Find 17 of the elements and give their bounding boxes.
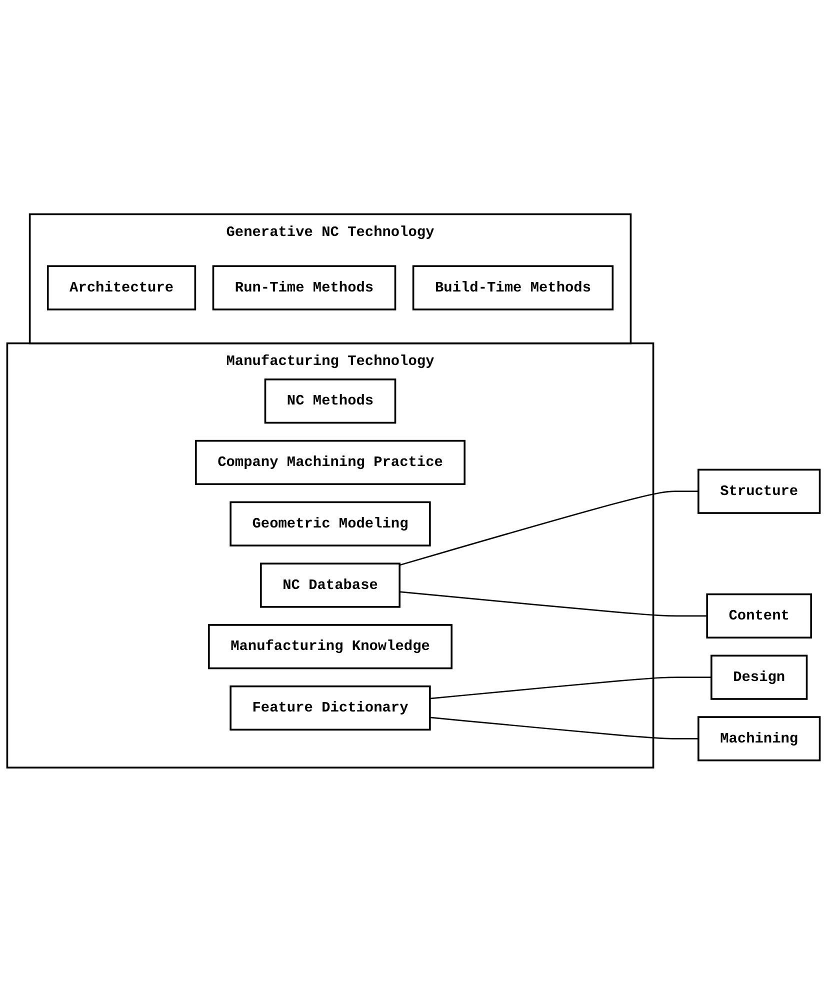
connector bbox=[430, 716, 698, 739]
node-box: Run-Time Methods bbox=[212, 264, 396, 310]
node-box: Machining bbox=[698, 716, 821, 761]
node-box: Geometric Modeling bbox=[230, 500, 431, 546]
node-box: Build-Time Methods bbox=[412, 264, 614, 310]
node-box: Architecture bbox=[46, 264, 196, 310]
node-box: Structure bbox=[698, 468, 821, 514]
node-box: NC Methods bbox=[264, 378, 396, 424]
node-box: NC Database bbox=[260, 562, 400, 608]
node-box: Manufacturing Knowledge bbox=[208, 624, 452, 669]
node-box: Feature Dictionary bbox=[230, 685, 431, 730]
node-box: Company Machining Practice bbox=[195, 440, 466, 485]
node-box: Design bbox=[710, 654, 808, 700]
connector bbox=[399, 490, 698, 566]
node-box: Content bbox=[706, 592, 812, 638]
connector bbox=[430, 676, 712, 699]
connector bbox=[400, 590, 708, 616]
